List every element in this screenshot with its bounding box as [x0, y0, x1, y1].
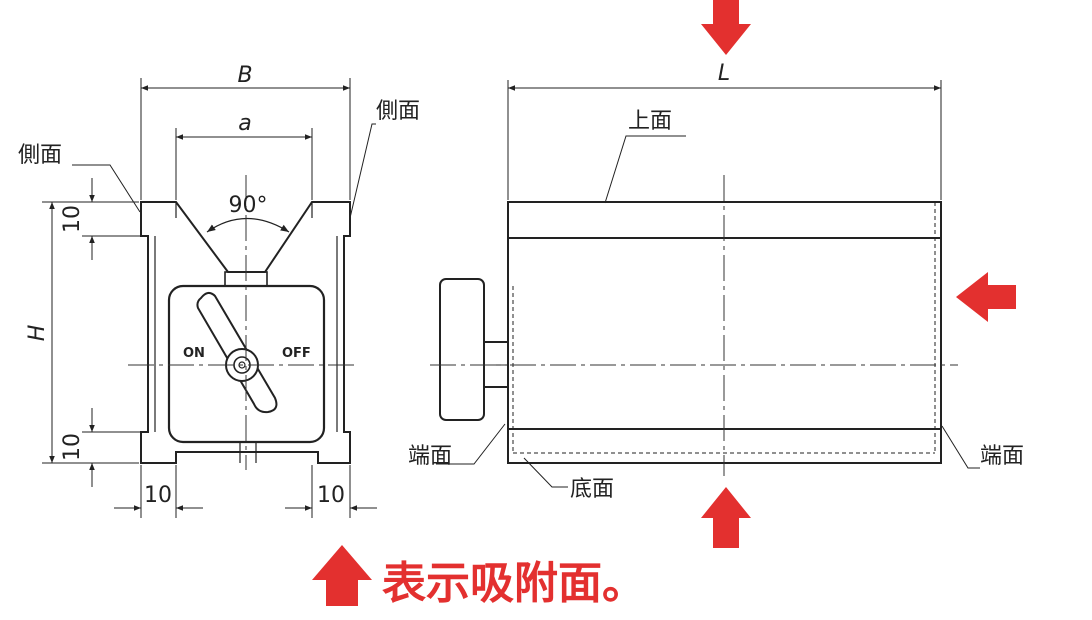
arrow-left-icon	[956, 272, 1016, 322]
end-face-right-label: 端面	[980, 444, 1024, 469]
side-face-left-label: 側面	[18, 143, 62, 168]
switch-lever	[196, 292, 278, 414]
dim-top-ten: 10	[60, 205, 85, 233]
dim-right-ten: 10	[317, 483, 345, 508]
dim-bottom-ten: 10	[60, 433, 85, 461]
dim-left-ten: 10	[144, 483, 172, 508]
arrow-up-icon	[312, 545, 372, 606]
arrow-up-icon	[701, 487, 751, 548]
bottom-face-label: 底面	[570, 477, 614, 502]
dim-h-label: H	[25, 325, 50, 342]
dim-a-label: a	[238, 111, 251, 136]
dim-l-label: L	[718, 61, 730, 86]
arrow-down-icon	[701, 0, 751, 55]
side-face-right-label: 側面	[376, 99, 420, 124]
top-face-label: 上面	[628, 109, 672, 134]
end-face-left-label: 端面	[408, 444, 452, 469]
on-label: ON	[183, 346, 205, 361]
side-view	[439, 201, 942, 464]
off-label: OFF	[282, 346, 311, 361]
knob	[439, 278, 485, 421]
caption-text: 表示吸附面。	[382, 558, 646, 609]
dim-b-label: B	[237, 63, 252, 88]
angle-label: 90°	[229, 193, 268, 218]
